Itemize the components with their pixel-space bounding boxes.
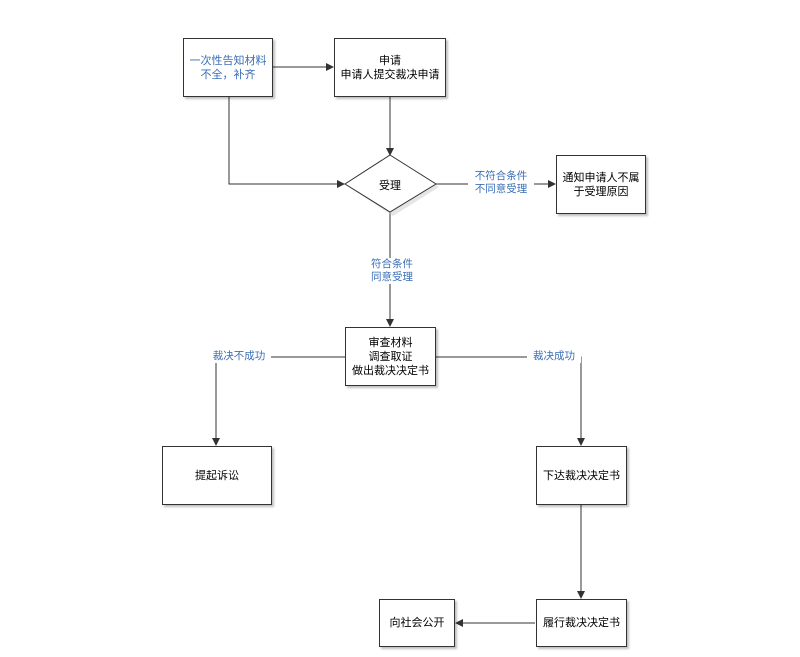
node-publish: 向社会公开 (379, 599, 455, 647)
node-notify-material: 一次性告知材料不全，补齐 (183, 38, 273, 97)
node-notify-reject: 通知申请人不属于受理原因 (556, 155, 646, 214)
node-apply: 申请 申请人提交裁决申请 (334, 38, 446, 97)
edge-review-to-issue (436, 356, 585, 446)
edge-review-to-lawsuit (212, 356, 345, 446)
edge-label-reject: 不符合条件 不同意受理 (468, 170, 534, 196)
edge-label-accept: 符合条件 同意受理 (360, 258, 424, 284)
edge-label-fail: 裁决不成功 (207, 350, 271, 363)
node-review: 审查材料 调查取证 做出裁决决定书 (345, 327, 436, 386)
edge-notify-to-accept (228, 97, 345, 188)
decision-accept (344, 154, 437, 213)
node-perform: 履行裁决决定书 (536, 599, 627, 647)
node-issue: 下达裁决决定书 (536, 446, 627, 505)
edge-label-success: 裁决成功 (527, 350, 581, 363)
decision-accept-label: 受理 (379, 179, 401, 192)
node-lawsuit: 提起诉讼 (162, 446, 272, 505)
